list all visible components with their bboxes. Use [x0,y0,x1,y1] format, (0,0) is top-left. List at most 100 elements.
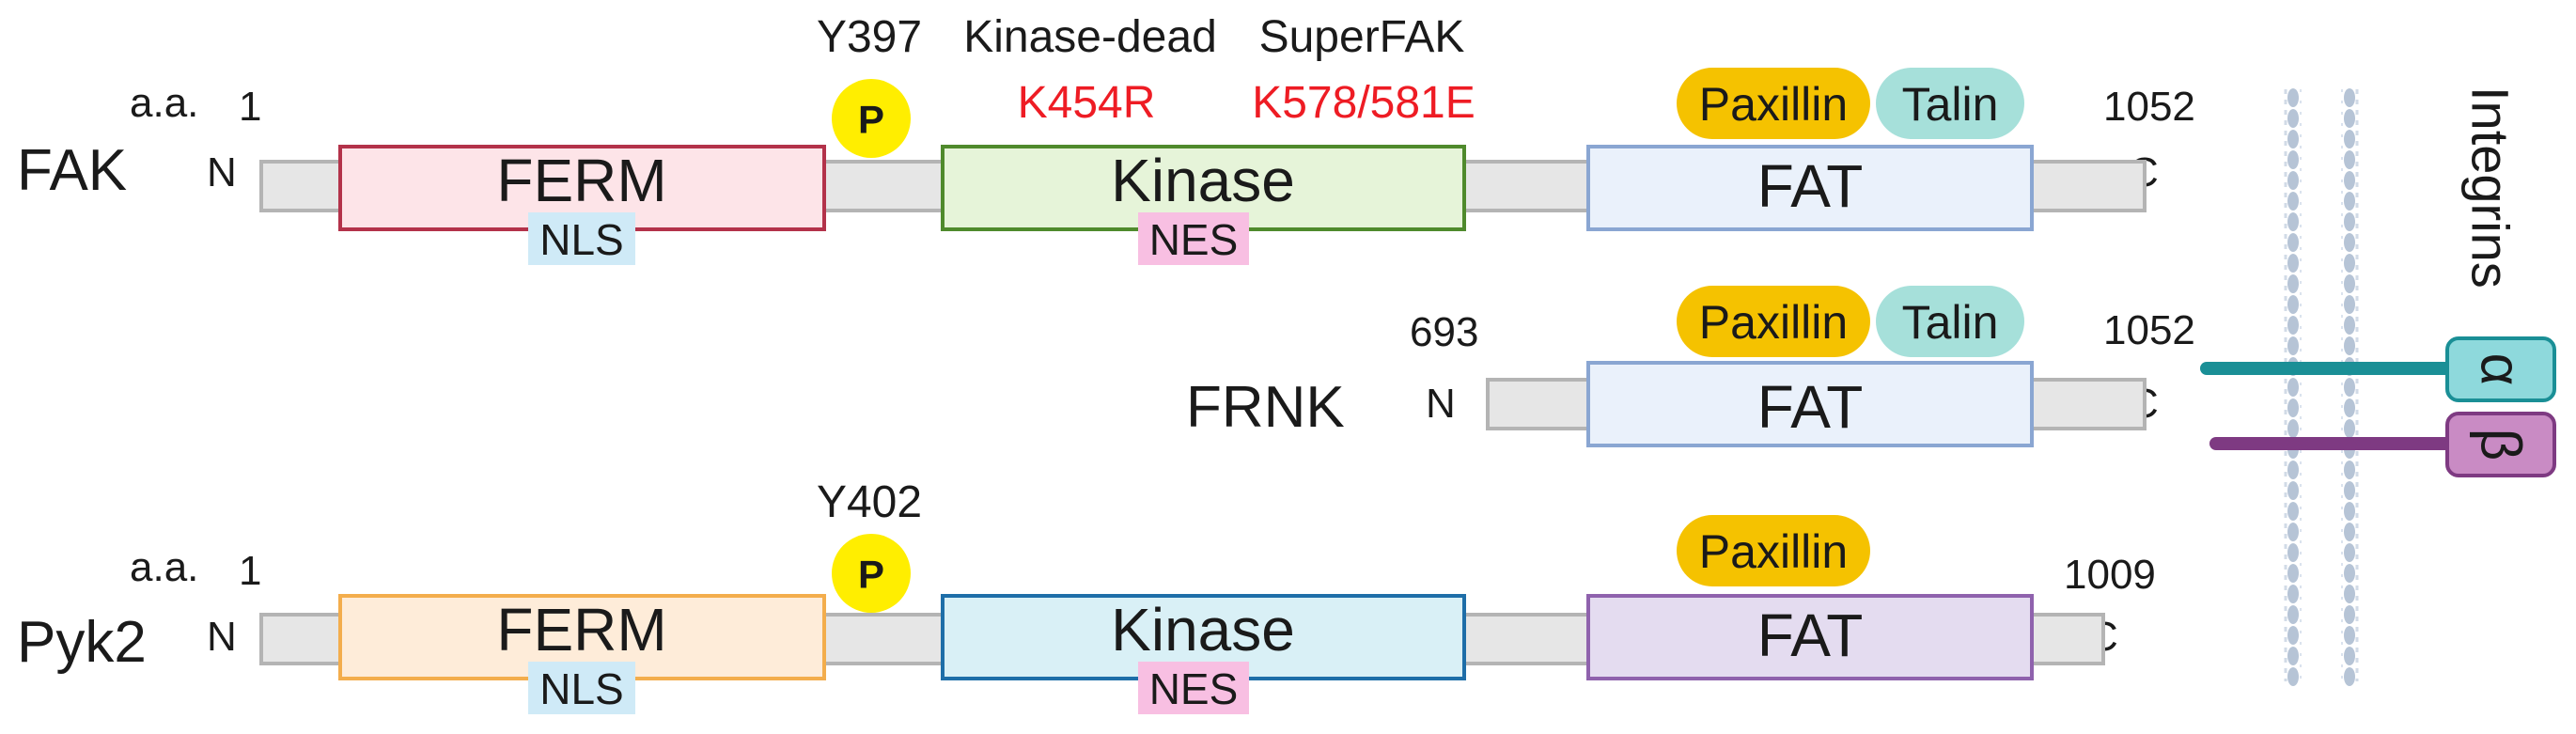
lipid-heads-right [2344,88,2355,686]
fak-phospho-glyph: P [858,98,884,142]
frnk-label: FRNK [1186,375,1345,440]
lipid-head [2344,543,2355,562]
frnk-fat-label: FAT [1757,373,1864,441]
lipid-head [2287,130,2299,148]
lipid-head [2287,398,2299,417]
lipid-head [2344,419,2355,438]
fak-talin-label: Talin [1902,78,1999,131]
lipid-head [2344,171,2355,190]
fak-end-residue: 1052 [2103,84,2195,130]
kinase-dead-mutation: K454R [1018,78,1156,128]
lipid-head [2344,378,2355,397]
lipid-head [2344,109,2355,128]
fak-nls-signal [528,212,635,265]
lipid-head [2287,192,2299,211]
lipid-head [2287,585,2299,603]
superfak-label: SuperFAK [1259,12,1465,62]
fak-paxillin-binding [1677,68,1870,139]
integrin-alpha: α [2200,336,2556,402]
fak-start-residue: 1 [239,84,261,130]
lipid-head [2344,667,2355,686]
pyk2-fat-domain [1586,594,2034,680]
frnk-n-terminus: N [1426,381,1456,427]
lipid-head [2287,419,2299,438]
lipid-head [2344,274,2355,293]
lipid-head [2344,585,2355,603]
lipid-head [2344,88,2355,107]
lipid-head [2344,254,2355,273]
lipid-head [2287,481,2299,500]
lipid-head [2287,667,2299,686]
lipid-head [2287,461,2299,479]
fak-n-terminus: N [207,149,237,195]
fak-nes-signal [1138,212,1249,265]
pyk2-start-residue: 1 [239,548,261,594]
fak-aa-label: a.a. [130,80,198,126]
pyk2-phospho-site-label: Y402 [817,477,922,527]
lipid-head [2287,502,2299,521]
lipid-head [2344,295,2355,314]
integrin-beta-label: β [2470,429,2533,461]
pyk2-ferm-label: FERM [496,596,666,664]
fak-ferm-label: FERM [496,147,666,214]
lipid-head [2287,605,2299,624]
pyk2-phospho-glyph: P [858,553,884,597]
fak-fat-label: FAT [1757,152,1864,220]
lipid-head [2287,150,2299,169]
integrin-beta-subunit [2445,412,2556,477]
fak-paxillin-label: Paxillin [1699,78,1848,131]
lipid-head [2344,130,2355,148]
lipid-head [2287,233,2299,252]
pyk2-n-terminus: N [207,614,237,660]
pyk2-nes-signal [1138,662,1249,714]
lipid-head [2287,336,2299,355]
cell-membrane [2284,88,2359,686]
pyk2-kinase-label: Kinase [1111,596,1295,664]
lipid-head [2344,212,2355,231]
lipid-head [2344,316,2355,335]
lipid-head [2287,564,2299,583]
lipid-head [2287,378,2299,397]
lipid-head [2344,398,2355,417]
integrins-label: Integrins [2461,86,2521,289]
fak-row: FAK a.a. 1 1052 N C FERM NLS Kinase NES … [17,12,2195,265]
lipid-head [2287,171,2299,190]
pyk2-nes-label: NES [1149,664,1239,713]
fak-nes-label: NES [1149,215,1239,264]
frnk-row: FRNK 693 1052 N C FAT Paxillin Talin [1186,286,2195,447]
frnk-talin-binding [1876,286,2024,357]
pyk2-nls-signal [528,662,635,714]
lipid-head [2287,626,2299,645]
pyk2-phospho-marker [832,534,911,613]
pyk2-aa-label: a.a. [130,544,198,590]
fak-talin-binding [1876,68,2024,139]
lipid-head [2344,626,2355,645]
lipid-head [2287,647,2299,665]
lipid-head [2287,543,2299,562]
fak-phospho-marker [832,79,911,158]
lipid-head [2344,336,2355,355]
pyk2-nls-label: NLS [539,664,623,713]
frnk-paxillin-binding [1677,286,1870,357]
lipid-head [2287,212,2299,231]
lipid-head [2287,109,2299,128]
lipid-head [2344,647,2355,665]
frnk-end-residue: 1052 [2103,307,2195,353]
lipid-head [2344,605,2355,624]
frnk-start-residue: 693 [1410,309,1478,355]
lipid-head [2344,233,2355,252]
lipid-head [2287,316,2299,335]
lipid-head [2287,274,2299,293]
pyk2-fat-label: FAT [1757,601,1864,669]
lipid-head [2287,295,2299,314]
lipid-head [2344,461,2355,479]
pyk2-paxillin-label: Paxillin [1699,525,1848,578]
pyk2-end-residue: 1009 [2064,552,2156,598]
fak-kinase-label: Kinase [1111,147,1295,214]
frnk-paxillin-label: Paxillin [1699,296,1848,349]
fak-phospho-site-label: Y397 [817,12,922,62]
fak-fat-domain [1586,145,2034,231]
lipid-head [2287,254,2299,273]
frnk-fat-domain [1586,361,2034,447]
